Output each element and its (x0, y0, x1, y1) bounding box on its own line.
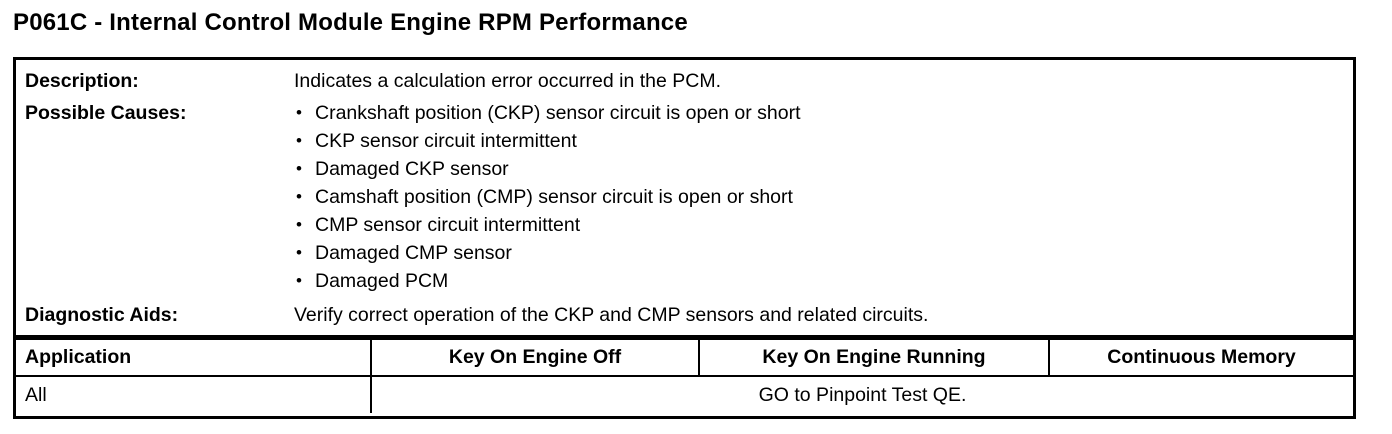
diagnostic-aids-label: Diagnostic Aids: (25, 304, 179, 326)
diagnostic-aids-value: Verify correct operation of the CKP and … (294, 304, 929, 326)
description-value: Indicates a calculation error occurred i… (294, 70, 722, 92)
diagnostic-aids-row: Diagnostic Aids: Verify correct operatio… (16, 295, 1353, 335)
list-item: • Damaged CMP sensor (294, 239, 1345, 267)
list-item-label: Damaged PCM (315, 270, 449, 292)
dtc-info-section: Description: Indicates a calculation err… (16, 60, 1353, 338)
list-item: • CKP sensor circuit intermittent (294, 127, 1345, 155)
cell-application: All (16, 375, 372, 413)
list-item-label: CKP sensor circuit intermittent (315, 130, 577, 152)
table-row: All GO to Pinpoint Test QE. (16, 375, 1353, 413)
bullet-icon: • (296, 159, 302, 178)
bullet-icon: • (296, 131, 302, 150)
list-item-label: CMP sensor circuit intermittent (315, 214, 581, 236)
list-item: • Crankshaft position (CKP) sensor circu… (294, 99, 1345, 127)
bullet-icon: • (296, 243, 302, 262)
column-header-key-on-engine-running: Key On Engine Running (698, 338, 1050, 377)
bullet-icon: • (296, 103, 302, 122)
application-table-body: All GO to Pinpoint Test QE. (16, 375, 1353, 413)
table-header-row: Application Key On Engine Off Key On Eng… (16, 338, 1353, 377)
possible-causes-list: • Crankshaft position (CKP) sensor circu… (294, 99, 1345, 295)
list-item: • Camshaft position (CMP) sensor circuit… (294, 183, 1345, 211)
bullet-icon: • (296, 271, 302, 290)
description-label: Description: (25, 70, 139, 92)
list-item: • Damaged PCM (294, 267, 1345, 295)
application-table-head: Application Key On Engine Off Key On Eng… (16, 338, 1353, 377)
list-item-label: Damaged CMP sensor (315, 242, 512, 264)
possible-causes-label: Possible Causes: (25, 102, 187, 124)
bullet-icon: • (296, 187, 302, 206)
possible-causes-value: • Crankshaft position (CKP) sensor circu… (294, 99, 1353, 295)
list-item-label: Crankshaft position (CKP) sensor circuit… (315, 102, 801, 124)
list-item: • Damaged CKP sensor (294, 155, 1345, 183)
page-title: P061C - Internal Control Module Engine R… (13, 9, 688, 36)
column-header-key-on-engine-off: Key On Engine Off (370, 338, 700, 377)
column-header-continuous-memory: Continuous Memory (1048, 338, 1353, 377)
bullet-icon: • (296, 215, 302, 234)
description-row: Description: Indicates a calculation err… (16, 60, 1353, 95)
list-item: • CMP sensor circuit intermittent (294, 211, 1345, 239)
possible-causes-row: Possible Causes: • Crankshaft position (… (16, 95, 1353, 295)
list-item-label: Camshaft position (CMP) sensor circuit i… (315, 186, 793, 208)
list-item-label: Damaged CKP sensor (315, 158, 509, 180)
cell-test-result: GO to Pinpoint Test QE. (370, 375, 1353, 413)
application-table: Application Key On Engine Off Key On Eng… (16, 338, 1353, 413)
column-header-application: Application (16, 338, 372, 377)
dtc-reference-block: Description: Indicates a calculation err… (13, 57, 1356, 419)
